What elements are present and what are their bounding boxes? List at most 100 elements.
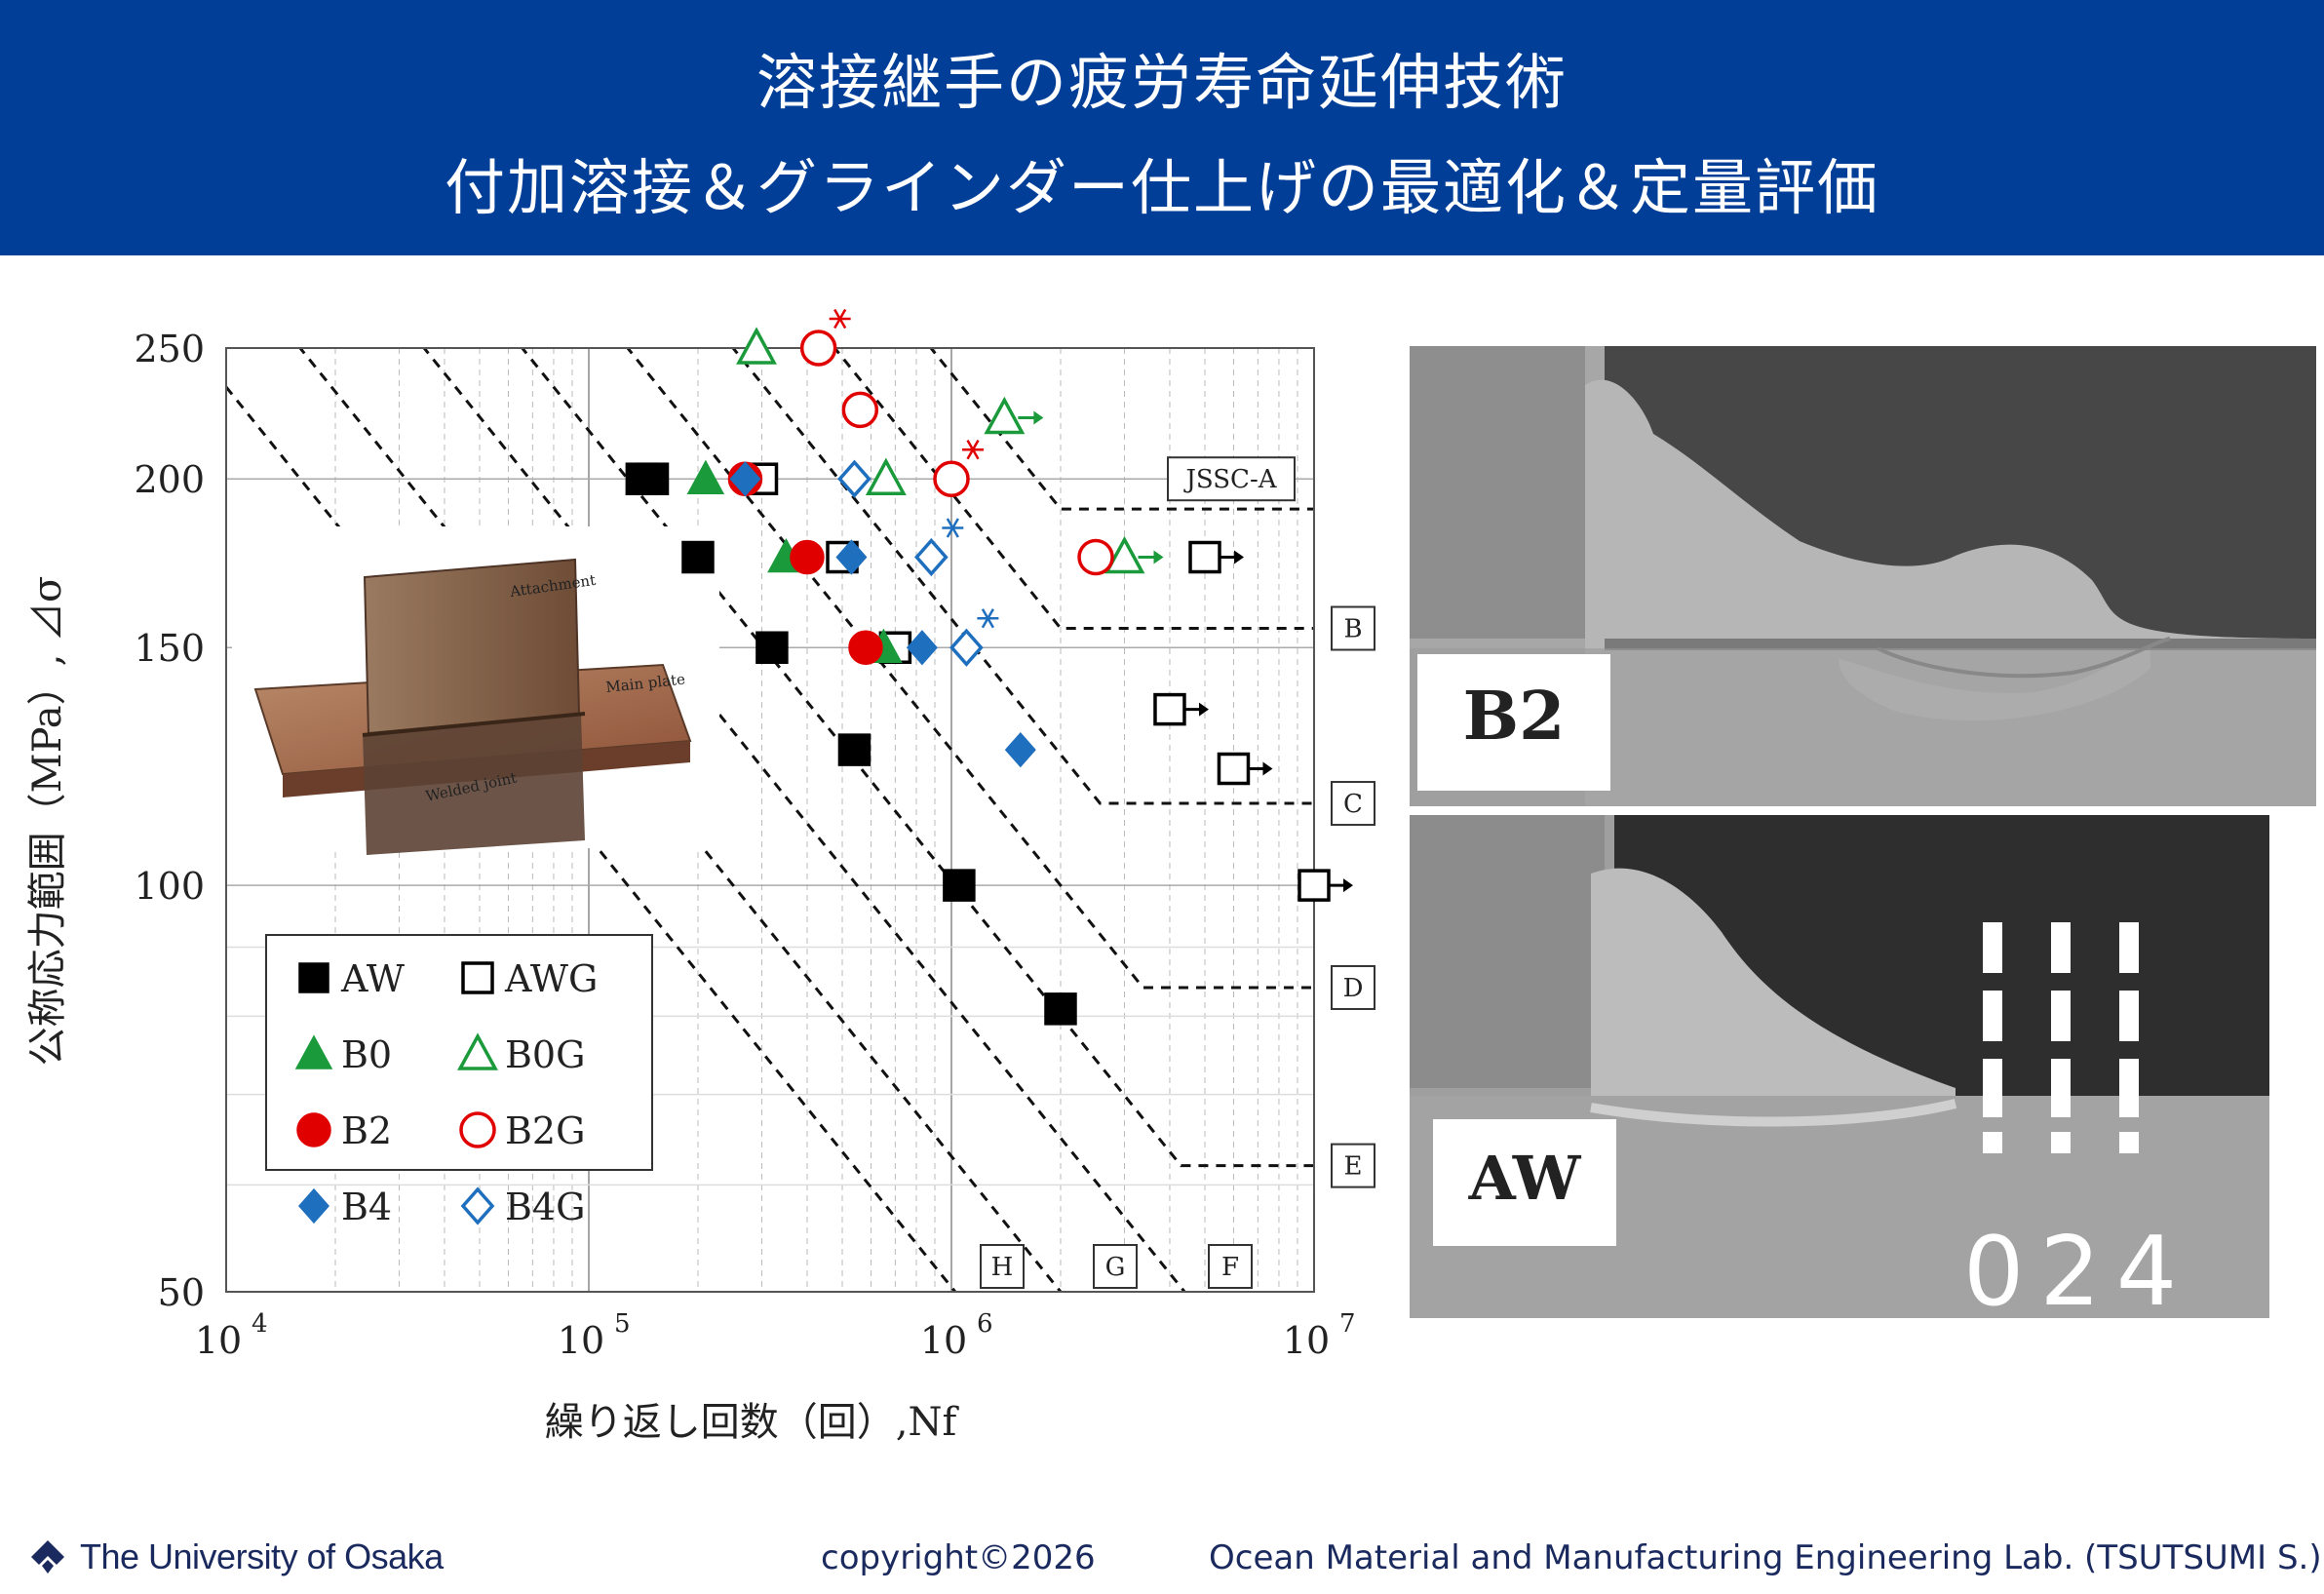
point-marker: [1044, 992, 1077, 1026]
point-marker: [1077, 538, 1114, 576]
b2-label: B2: [1462, 678, 1566, 756]
point-marker: [865, 457, 907, 495]
data-point-b4: [906, 630, 938, 666]
design-curve-label-text: F: [1221, 1253, 1239, 1282]
point-marker: [1217, 752, 1251, 786]
y-tick-label: 150: [134, 627, 205, 670]
lab-name: Ocean Material and Manufacturing Enginee…: [1209, 1538, 2322, 1577]
legend-label: B4: [341, 1186, 392, 1228]
point-marker: [933, 460, 970, 497]
runout-arrowhead: [1153, 550, 1164, 564]
design-curve-e: [520, 348, 1314, 1168]
y-axis-label: 公称応力範囲（MPa）, ⊿σ: [25, 576, 70, 1067]
point-marker: [736, 327, 777, 365]
data-point-b2: [790, 539, 825, 575]
point-marker: [914, 537, 949, 577]
data-point-b0g: [1104, 535, 1164, 574]
legend-label: B0: [341, 1033, 392, 1076]
aw-label-box: AW: [1433, 1119, 1616, 1246]
failure-asterisk: [946, 518, 959, 538]
legend-label: B2G: [505, 1109, 585, 1152]
design-curve-label-box: [1331, 781, 1375, 827]
data-point-b4: [835, 539, 868, 575]
design-curve-label-box: [1331, 1143, 1375, 1188]
design-curve-d: [625, 348, 1314, 990]
data-point-awg: [1153, 692, 1209, 726]
design-curve-label-jssc-a: JSSC-A: [1167, 456, 1296, 502]
data-points: [625, 308, 1353, 1026]
design-curve-label-box: [1331, 964, 1375, 1010]
failure-asterisk: [833, 308, 847, 330]
x-tick-label: 10: [195, 1319, 242, 1362]
data-point-b2g: [799, 308, 851, 367]
design-curve-b: [833, 348, 1314, 630]
design-curve-label-text: JSSC-A: [1182, 465, 1277, 494]
legend-label: B4G: [505, 1186, 585, 1228]
legend-label: AWG: [504, 957, 598, 1000]
point-marker: [1004, 731, 1036, 768]
x-tick-exponent: 6: [977, 1309, 993, 1339]
legend-item-b4: B4: [297, 1186, 392, 1228]
university-name: The University of Osaka: [80, 1536, 444, 1576]
y-tick-label: 250: [134, 328, 205, 370]
design-curve-label-box: [1167, 456, 1296, 502]
y-tick-label: 100: [134, 865, 205, 908]
point-marker: [848, 630, 883, 665]
design-curve-label-text: E: [1344, 1152, 1363, 1182]
point-marker: [681, 540, 715, 574]
design-curve-label-h: H: [980, 1244, 1025, 1289]
data-point-b4: [1004, 731, 1036, 768]
data-point-aw: [636, 462, 670, 495]
data-point-awg: [1298, 869, 1353, 902]
point-marker: [457, 1032, 498, 1070]
design-curve-label-text: B: [1343, 615, 1362, 644]
point-marker: [461, 961, 494, 994]
data-point-b0g: [984, 396, 1044, 435]
point-marker: [1104, 535, 1145, 574]
data-point-b0g: [736, 327, 777, 365]
point-marker: [755, 631, 789, 664]
copyright: copyright©2026: [821, 1538, 1096, 1577]
legend-item-b2: B2: [296, 1109, 392, 1152]
point-marker: [636, 462, 670, 495]
point-marker: [298, 962, 329, 993]
point-marker: [729, 461, 761, 497]
data-point-b2g: [841, 391, 879, 429]
specimen-inset: Attachment Main plate Welded joint: [232, 526, 719, 855]
point-marker: [943, 869, 976, 902]
title-line-2: 付加溶接＆グラインダー仕上げの最適化＆定量評価: [444, 152, 1879, 223]
design-curve-label-box: [980, 1244, 1025, 1289]
data-point-b4g: [949, 608, 999, 667]
data-point-aw: [755, 631, 789, 664]
failure-asterisk: [966, 440, 980, 460]
x-tick-exponent: 7: [1339, 1309, 1356, 1339]
data-point-b0g: [865, 457, 907, 495]
title-banner: 溶接継手の疲労寿命延伸技術 付加溶接＆グラインダー仕上げの最適化＆定量評価: [0, 0, 2324, 255]
point-marker: [459, 1111, 496, 1148]
design-curve-label-box: [1093, 1244, 1138, 1289]
x-tick-label: 10: [558, 1319, 604, 1362]
design-curve-label-g: G: [1093, 1244, 1138, 1289]
data-point-b2: [848, 630, 883, 665]
data-point-aw: [837, 733, 872, 766]
runout-arrowhead: [1033, 410, 1044, 425]
university-logo-icon: [31, 1540, 64, 1574]
design-curve-label-d: D: [1331, 964, 1375, 1010]
legend-item-b4g: B4G: [460, 1186, 585, 1228]
title-line-1: 溶接継手の疲労寿命延伸技術: [755, 47, 1568, 118]
data-point-aw: [1044, 992, 1077, 1026]
runout-arrowhead: [1343, 878, 1353, 893]
design-curve-label-e: E: [1331, 1143, 1375, 1188]
design-curve-label-text: D: [1343, 974, 1364, 1003]
x-tick-label: 10: [1283, 1319, 1330, 1362]
plot-frame: [225, 347, 1315, 1293]
data-point-awg: [1217, 752, 1273, 786]
design-curves: [226, 348, 1314, 1292]
data-point-b4: [729, 461, 761, 497]
design-curve-label-box: [1331, 605, 1375, 651]
point-marker: [1153, 692, 1186, 726]
point-marker: [294, 1034, 333, 1069]
